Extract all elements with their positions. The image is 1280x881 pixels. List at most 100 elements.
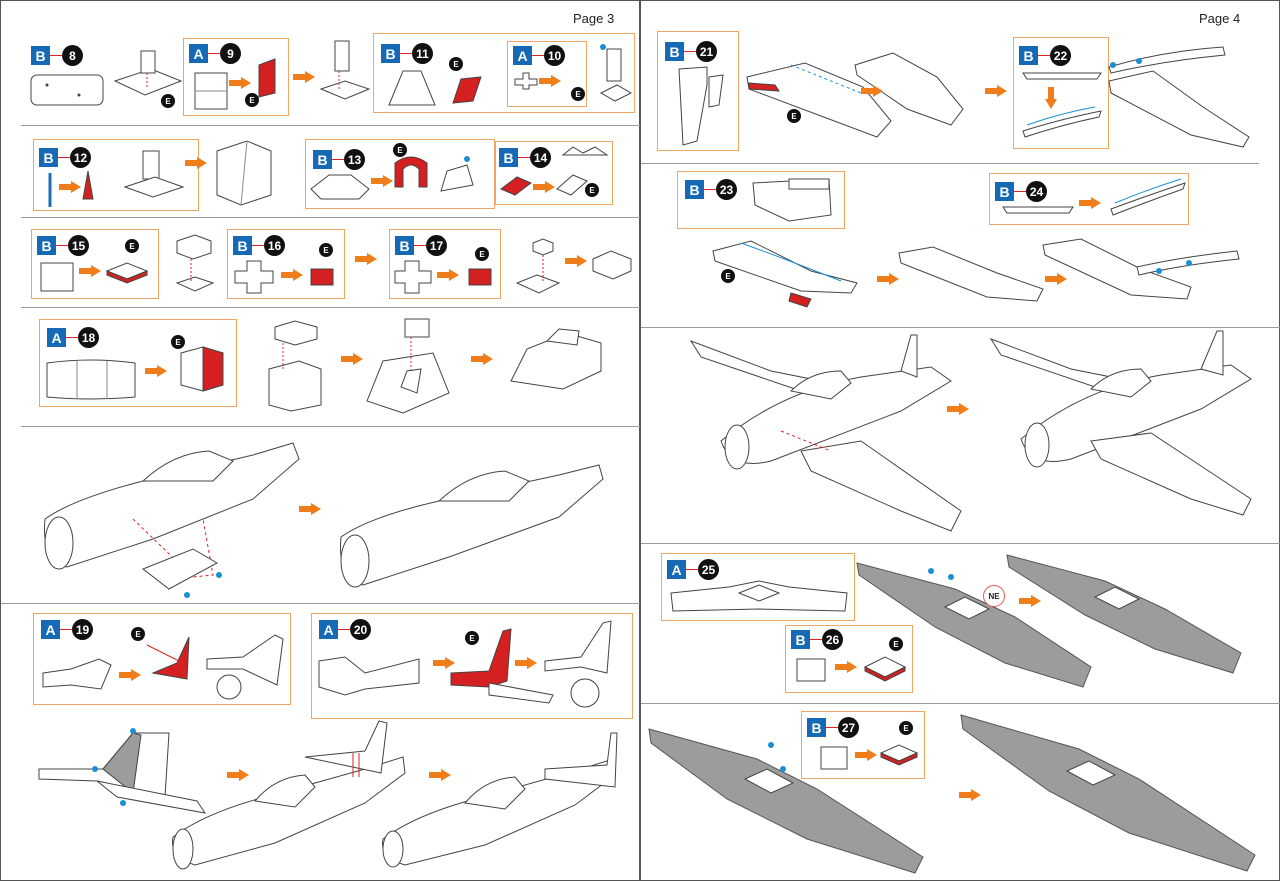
step-arrow bbox=[341, 353, 363, 365]
stabilizer-assembled-drawing bbox=[544, 620, 612, 708]
panel-folded-drawing bbox=[500, 176, 532, 196]
step-box-16 bbox=[227, 229, 345, 299]
step-box-10 bbox=[507, 41, 587, 107]
step-box-14 bbox=[495, 141, 613, 205]
lower-wing-complete-drawing bbox=[960, 714, 1256, 872]
step-badge-18: A 18 bbox=[47, 327, 99, 348]
sheet-letter: B bbox=[233, 236, 252, 255]
lower-wing-assembled-drawing bbox=[1006, 554, 1242, 674]
control-stick-folded-drawing bbox=[82, 170, 94, 200]
row-divider bbox=[641, 703, 1280, 704]
seat-with-joystick-drawing bbox=[599, 44, 633, 102]
lower-wing-left-drawing bbox=[648, 728, 924, 874]
cockpit-assembled-drawing bbox=[510, 328, 602, 390]
step-box-22 bbox=[1013, 37, 1109, 149]
sheet-letter: B bbox=[665, 42, 684, 61]
step-arrow bbox=[371, 175, 393, 187]
step-number: 19 bbox=[72, 619, 93, 640]
step-number: 10 bbox=[544, 45, 565, 66]
flap-strip-drawing bbox=[752, 178, 832, 222]
row-divider bbox=[1, 603, 641, 604]
step-badge-16: B 16 bbox=[233, 235, 285, 256]
step-number: 8 bbox=[62, 45, 83, 66]
step-box-25 bbox=[661, 553, 855, 621]
wing-strip-folded-drawing bbox=[1110, 178, 1186, 216]
right-wing-flap-drawing bbox=[898, 246, 1044, 302]
step-badge-13: B 13 bbox=[313, 149, 365, 170]
hood-folded-drawing bbox=[394, 156, 428, 188]
edge-marker: E bbox=[125, 239, 139, 253]
step-number: 22 bbox=[1050, 45, 1071, 66]
wing-strip-drawing bbox=[1002, 206, 1074, 214]
edge-marker: E bbox=[721, 269, 735, 283]
step-badge-15: B 15 bbox=[37, 235, 89, 256]
step-arrow-down bbox=[1045, 87, 1057, 109]
sheet-letter: B bbox=[791, 630, 810, 649]
sheet-letter: A bbox=[41, 620, 60, 639]
sheet-letter: B bbox=[313, 150, 332, 169]
stabilizer-part-drawing bbox=[318, 656, 420, 696]
page-3: Page 3 B 8 E A 9 E B 11 bbox=[0, 0, 641, 881]
sheet-letter: B bbox=[31, 46, 50, 65]
sheet-letter: A bbox=[667, 560, 686, 579]
step-arrow bbox=[429, 769, 451, 781]
seat-part-drawing bbox=[194, 72, 228, 110]
step-arrow bbox=[539, 75, 561, 87]
step-arrow bbox=[533, 181, 555, 193]
wing-strip-drawing bbox=[1022, 72, 1102, 80]
step-arrow bbox=[145, 365, 167, 377]
step-number: 20 bbox=[350, 619, 371, 640]
sheet-letter: B bbox=[499, 148, 518, 167]
fuselage-tail-drawing bbox=[171, 720, 406, 870]
step-badge-24: B 24 bbox=[995, 181, 1047, 202]
step-arrow bbox=[79, 265, 101, 277]
edge-marker: E bbox=[449, 57, 463, 71]
step-arrow bbox=[119, 669, 141, 681]
step-number: 17 bbox=[426, 235, 447, 256]
step-badge-21: B 21 bbox=[665, 41, 717, 62]
tail-part-drawing bbox=[42, 658, 112, 690]
step-box-24 bbox=[989, 173, 1189, 225]
step-number: 15 bbox=[68, 235, 89, 256]
wing-strip-folded-drawing bbox=[1022, 106, 1102, 138]
step-badge-14: B 14 bbox=[499, 147, 551, 168]
step-badge-8: B 8 bbox=[31, 45, 83, 66]
fuselage-drawing bbox=[43, 442, 300, 598]
row-divider bbox=[21, 217, 641, 218]
bulkhead-part-drawing bbox=[46, 359, 136, 400]
box-part-drawing bbox=[40, 262, 74, 292]
right-wing-drawing bbox=[712, 240, 858, 308]
step-arrow bbox=[1019, 595, 1041, 607]
step-box-19 bbox=[33, 613, 291, 705]
hood-part-drawing bbox=[310, 174, 370, 200]
lower-wing-grey-drawing bbox=[856, 562, 1092, 688]
seat-folded-drawing bbox=[258, 58, 276, 98]
step-number: 18 bbox=[78, 327, 99, 348]
sheet-letter: B bbox=[807, 718, 826, 737]
wheel-well-folded-drawing bbox=[863, 656, 907, 682]
edge-marker: E bbox=[585, 183, 599, 197]
sheet-letter: B bbox=[995, 182, 1014, 201]
wing-flap-drawing bbox=[746, 62, 892, 138]
wheel-well-part-drawing bbox=[820, 746, 848, 770]
seat-base-drawing bbox=[113, 50, 183, 96]
step-number: 13 bbox=[344, 149, 365, 170]
step-arrow bbox=[281, 269, 303, 281]
step-badge-9: A 9 bbox=[189, 43, 241, 64]
step-badge-25: A 25 bbox=[667, 559, 719, 580]
ne-marker: NE bbox=[983, 585, 1005, 607]
edge-marker: E bbox=[889, 637, 903, 651]
plane-wing-attach-drawing bbox=[689, 334, 962, 532]
edge-marker: E bbox=[171, 335, 185, 349]
right-wing-leading-edge-drawing bbox=[1042, 238, 1240, 300]
bulkhead-folded-drawing bbox=[180, 346, 224, 392]
seat-frame-folded-drawing bbox=[452, 76, 482, 104]
step-arrow bbox=[877, 273, 899, 285]
step-arrow bbox=[437, 269, 459, 281]
step-arrow bbox=[229, 77, 251, 89]
step-box-21 bbox=[657, 31, 739, 151]
edge-marker: E bbox=[465, 631, 479, 645]
wheel-well-folded-drawing bbox=[879, 744, 919, 766]
step-arrow bbox=[185, 157, 207, 169]
floor-part-drawing bbox=[30, 74, 104, 106]
